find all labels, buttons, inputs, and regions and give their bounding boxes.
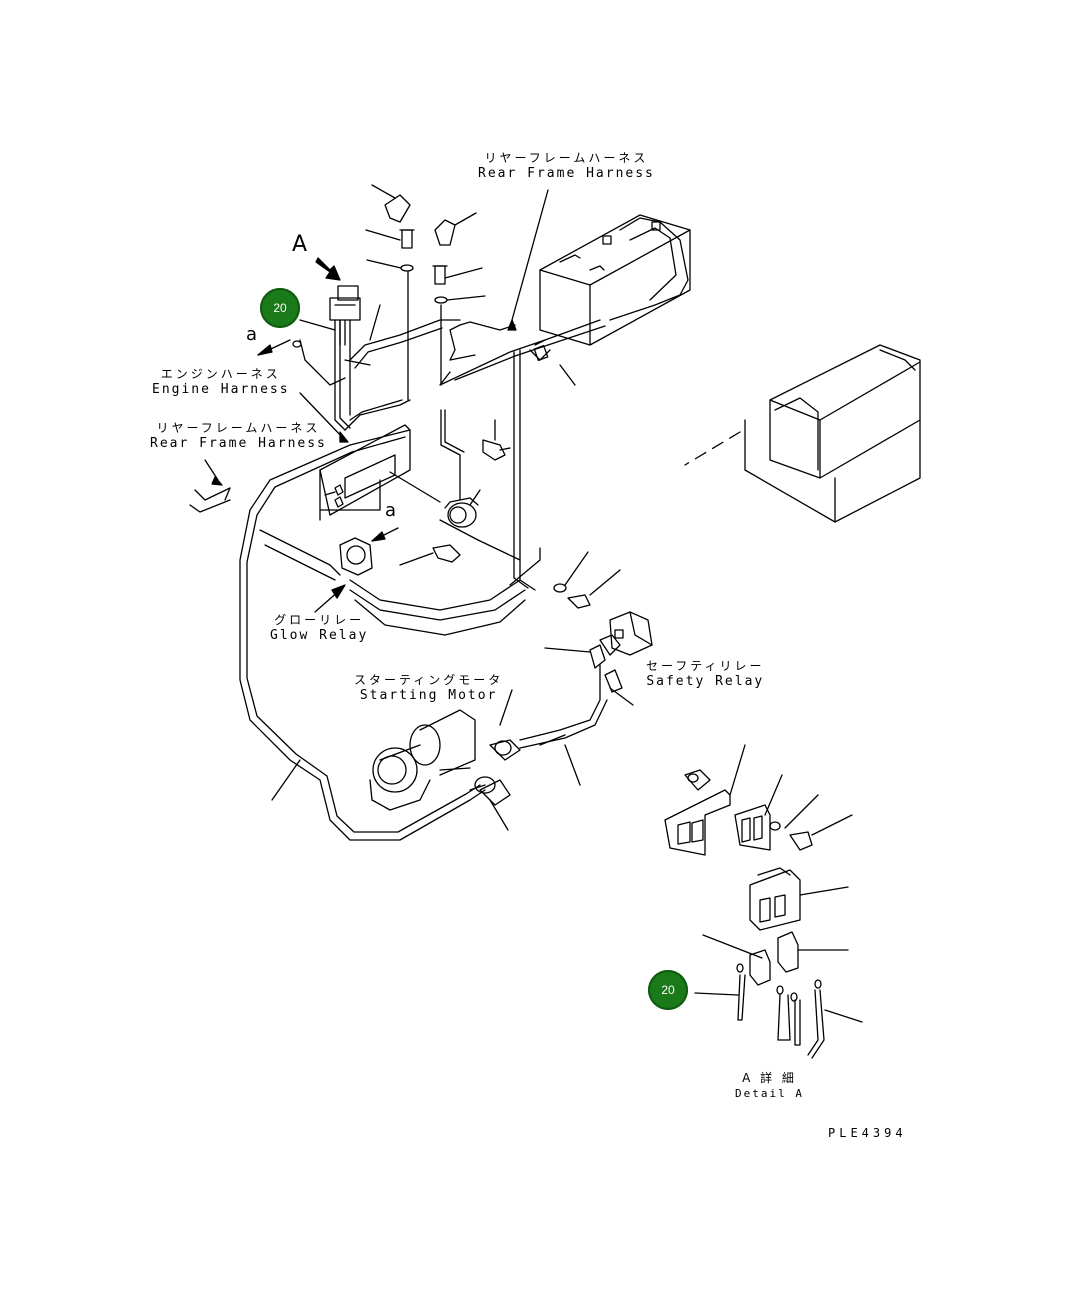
arrow-a-top xyxy=(257,339,302,356)
leader-lines xyxy=(204,189,634,831)
bolts xyxy=(399,439,591,609)
detail-a-label: A 詳 細 Detail A xyxy=(735,1071,804,1100)
glow-relay-label: グローリレー Glow Relay xyxy=(270,613,369,643)
rear-frame-harness-left-label: リヤーフレームハーネス Rear Frame Harness xyxy=(150,421,327,451)
view-arrow-A xyxy=(315,257,341,281)
callout-badge-20-detail[interactable]: 20 xyxy=(648,970,688,1010)
callout-badge-20-top[interactable]: 20 xyxy=(260,288,300,328)
battery-rear xyxy=(539,214,691,346)
arrow-a-mid xyxy=(371,527,399,542)
battery-front xyxy=(684,344,921,523)
starting-motor xyxy=(369,709,521,811)
safety-relay-label: セーフティリレー Safety Relay xyxy=(646,659,765,689)
view-letter-A: A xyxy=(292,232,308,257)
detail-a-drawing xyxy=(664,744,863,1059)
relay-stud xyxy=(439,497,521,561)
rear-frame-harness-top-label: リヤーフレームハーネス Rear Frame Harness xyxy=(478,151,655,181)
fittings xyxy=(365,184,486,304)
harness-lines xyxy=(189,271,608,841)
drawing-code: PLE4394 xyxy=(828,1126,907,1140)
engine-harness-connector xyxy=(329,285,361,346)
arrow-letter-a-mid: a xyxy=(385,500,397,521)
glow-relay xyxy=(319,471,441,576)
starting-motor-label: スターティングモータ Starting Motor xyxy=(354,673,504,703)
engine-harness-label: エンジンハーネス Engine Harness xyxy=(152,367,290,397)
arrow-letter-a-top: a xyxy=(246,324,258,345)
safety-relay xyxy=(589,611,653,693)
